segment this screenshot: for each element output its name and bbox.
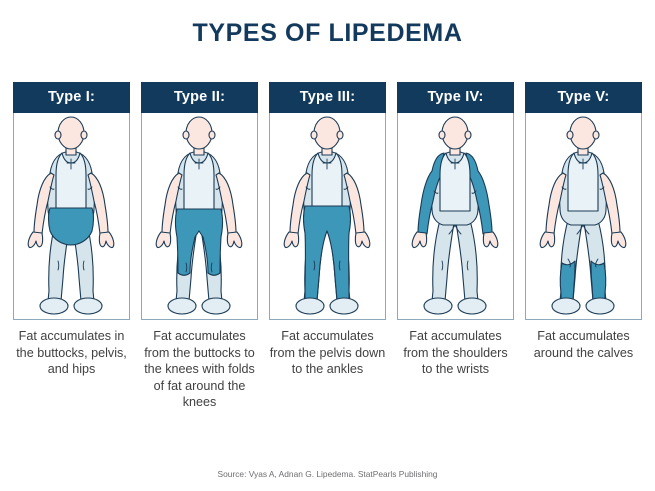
types-grid: Type I: <box>0 82 655 411</box>
page-title: TYPES OF LIPEDEMA <box>192 19 463 47</box>
body-diagram-type-1 <box>27 116 115 315</box>
type-caption-1: Fat accumulates in the buttocks, pelvis,… <box>16 329 127 376</box>
type-header-2: Type II: <box>141 82 258 113</box>
source-citation: Source: Vyas A, Adnan G. Lipedema. StatP… <box>217 469 438 479</box>
type-column-5: Type V: <box>525 82 642 411</box>
body-diagram-type-4 <box>411 116 499 315</box>
type-column-3: Type III: <box>269 82 386 411</box>
figure-box-4 <box>397 113 514 320</box>
type-column-4: Type IV: <box>397 82 514 411</box>
type-header-5: Type V: <box>525 82 642 113</box>
body-diagram-type-3 <box>283 116 371 315</box>
figure-box-2 <box>141 113 258 320</box>
figure-box-1 <box>13 113 130 320</box>
figure-box-3 <box>269 113 386 320</box>
type-caption-4: Fat accumulates from the shoulders to th… <box>403 329 508 376</box>
figure-box-5 <box>525 113 642 320</box>
type-column-2: Type II: <box>141 82 258 411</box>
type-header-3: Type III: <box>269 82 386 113</box>
type-caption-5: Fat accumulates around the calves <box>533 329 634 360</box>
type-caption-3: Fat accumulates from the pelvis down to … <box>269 329 386 376</box>
body-diagram-type-2 <box>155 116 243 315</box>
body-diagram-type-5 <box>539 116 627 315</box>
type-caption-2: Fat accumulates from the buttocks to the… <box>144 329 255 409</box>
type-header-1: Type I: <box>13 82 130 113</box>
type-header-4: Type IV: <box>397 82 514 113</box>
type-column-1: Type I: <box>13 82 130 411</box>
